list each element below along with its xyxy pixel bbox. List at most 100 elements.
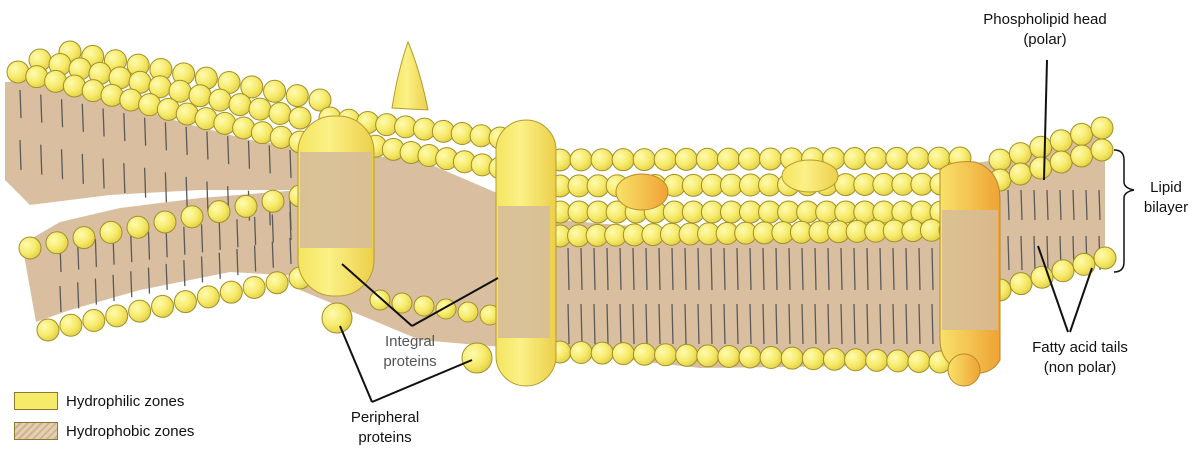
integral-protein-tall-core bbox=[498, 206, 550, 338]
phospholipid-head bbox=[633, 343, 655, 365]
phospholipid-head bbox=[1073, 253, 1095, 275]
phospholipid-head bbox=[176, 103, 198, 125]
phospholipid-head bbox=[760, 347, 782, 369]
phospholipid-head bbox=[19, 237, 41, 259]
phospholipid-head bbox=[865, 147, 887, 169]
phospholipid-head bbox=[781, 347, 803, 369]
phospholipid-head bbox=[696, 148, 718, 170]
phospholipid-head bbox=[1094, 247, 1116, 269]
phospholipid-head bbox=[152, 295, 174, 317]
phospholipid-head bbox=[197, 286, 219, 308]
leader-fatty-acid-right bbox=[1070, 268, 1092, 332]
phospholipid-head bbox=[591, 342, 613, 364]
hydrophilic-legend-label: Hydrophilic zones bbox=[66, 393, 184, 410]
phospholipid-head bbox=[154, 211, 176, 233]
phospholipid-head bbox=[174, 291, 196, 313]
phospholipid-head bbox=[243, 276, 265, 298]
phospholipid-head bbox=[251, 122, 273, 144]
phospholipid-head bbox=[181, 206, 203, 228]
phospholipid-head bbox=[101, 84, 123, 106]
phospholipid-head bbox=[269, 103, 291, 125]
phospholipid-head bbox=[73, 227, 95, 249]
phospholipid-head bbox=[1050, 130, 1072, 152]
fatty-acid-tails-label: Fatty acid tails (non polar) bbox=[1005, 338, 1155, 378]
integral-protein-top-spike bbox=[392, 42, 428, 110]
phospholipid-head bbox=[591, 149, 613, 171]
phospholipid-head bbox=[63, 75, 85, 97]
phospholipid-head bbox=[262, 190, 284, 212]
phospholipid-head bbox=[1009, 143, 1031, 165]
phospholipid-head bbox=[676, 344, 698, 366]
phospholipid-head bbox=[675, 148, 697, 170]
phospholipid-head bbox=[1009, 163, 1031, 185]
phospholipid-head bbox=[129, 300, 151, 322]
lipid-bilayer-label: Lipid bilayer bbox=[1132, 178, 1200, 218]
phospholipid-head bbox=[907, 147, 929, 169]
phospholipid-head bbox=[802, 348, 824, 370]
integral-proteins-text-1: Integral bbox=[360, 332, 460, 352]
peripheral-protein-bottom-left bbox=[322, 303, 352, 333]
lipid-bilayer-text-1: Lipid bbox=[1132, 178, 1200, 198]
phospholipid-head bbox=[233, 117, 255, 139]
phospholipid-head bbox=[120, 89, 142, 111]
hydrophilic-swatch bbox=[14, 392, 58, 410]
phospholipid-head bbox=[127, 216, 149, 238]
phospholipid-head bbox=[229, 94, 251, 116]
phospholipid-head bbox=[286, 85, 308, 107]
phospholipid-head bbox=[1030, 136, 1052, 158]
fatty-acid-tails-text: Fatty acid tails bbox=[1005, 338, 1155, 358]
phospholipid-head bbox=[570, 342, 592, 364]
phospholipid-head bbox=[139, 94, 161, 116]
peripheral-protein-bottom-right bbox=[948, 354, 980, 386]
legend-hydrophobic: Hydrophobic zones bbox=[14, 422, 194, 440]
phospholipid-head bbox=[235, 195, 257, 217]
phospholipid-head bbox=[697, 345, 719, 367]
phospholipid-head bbox=[208, 201, 230, 223]
peripheral-proteins-text-1: Peripheral bbox=[330, 408, 440, 428]
phospholipid-head bbox=[887, 350, 909, 372]
phospholipid-head bbox=[612, 149, 634, 171]
phospholipid-head bbox=[214, 112, 236, 134]
phospholipid-head bbox=[82, 80, 104, 102]
hydrophobic-legend-label: Hydrophobic zones bbox=[66, 423, 194, 440]
phospholipid-head-subtext: (polar) bbox=[970, 30, 1120, 50]
peripheral-protein-bump-1 bbox=[616, 174, 668, 210]
legend-hydrophilic: Hydrophilic zones bbox=[14, 392, 184, 410]
hydrophobic-swatch bbox=[14, 422, 58, 440]
phospholipid-head-text: Phospholipid head bbox=[970, 10, 1120, 30]
phospholipid-head bbox=[458, 302, 478, 322]
phospholipid-head bbox=[717, 148, 739, 170]
phospholipid-head bbox=[823, 348, 845, 370]
peripheral-proteins-label: Peripheral proteins bbox=[330, 408, 440, 448]
phospholipid-head bbox=[760, 148, 782, 170]
phospholipid-head bbox=[1091, 139, 1113, 161]
phospholipid-head bbox=[1091, 117, 1113, 139]
lipid-bilayer-text-2: bilayer bbox=[1132, 198, 1200, 218]
phospholipid-head bbox=[1071, 123, 1093, 145]
phospholipid-head bbox=[612, 343, 634, 365]
phospholipid-head bbox=[189, 85, 211, 107]
phospholipid-head bbox=[1030, 157, 1052, 179]
phospholipid-head bbox=[1010, 273, 1032, 295]
phospholipid-head bbox=[195, 108, 217, 130]
fatty-acid-tails-subtext: (non polar) bbox=[1005, 358, 1155, 378]
phospholipid-head bbox=[270, 126, 292, 148]
phospholipid-head bbox=[249, 98, 271, 120]
phospholipid-head bbox=[266, 272, 288, 294]
phospholipid-head bbox=[738, 148, 760, 170]
phospholipid-head bbox=[908, 350, 930, 372]
phospholipid-head bbox=[414, 296, 434, 316]
phospholipid-head bbox=[655, 344, 677, 366]
phospholipid-head bbox=[220, 281, 242, 303]
peripheral-protein-bottom-mid bbox=[462, 343, 492, 373]
phospholipid-head bbox=[633, 149, 655, 171]
phospholipid-head bbox=[37, 319, 59, 341]
phospholipid-head bbox=[106, 305, 128, 327]
phospholipid-head bbox=[209, 89, 231, 111]
phospholipid-head bbox=[7, 61, 29, 83]
integral-protein-right-core bbox=[942, 210, 998, 330]
phospholipid-head bbox=[370, 290, 390, 310]
phospholipid-head bbox=[739, 346, 761, 368]
phospholipid-head bbox=[26, 66, 48, 88]
